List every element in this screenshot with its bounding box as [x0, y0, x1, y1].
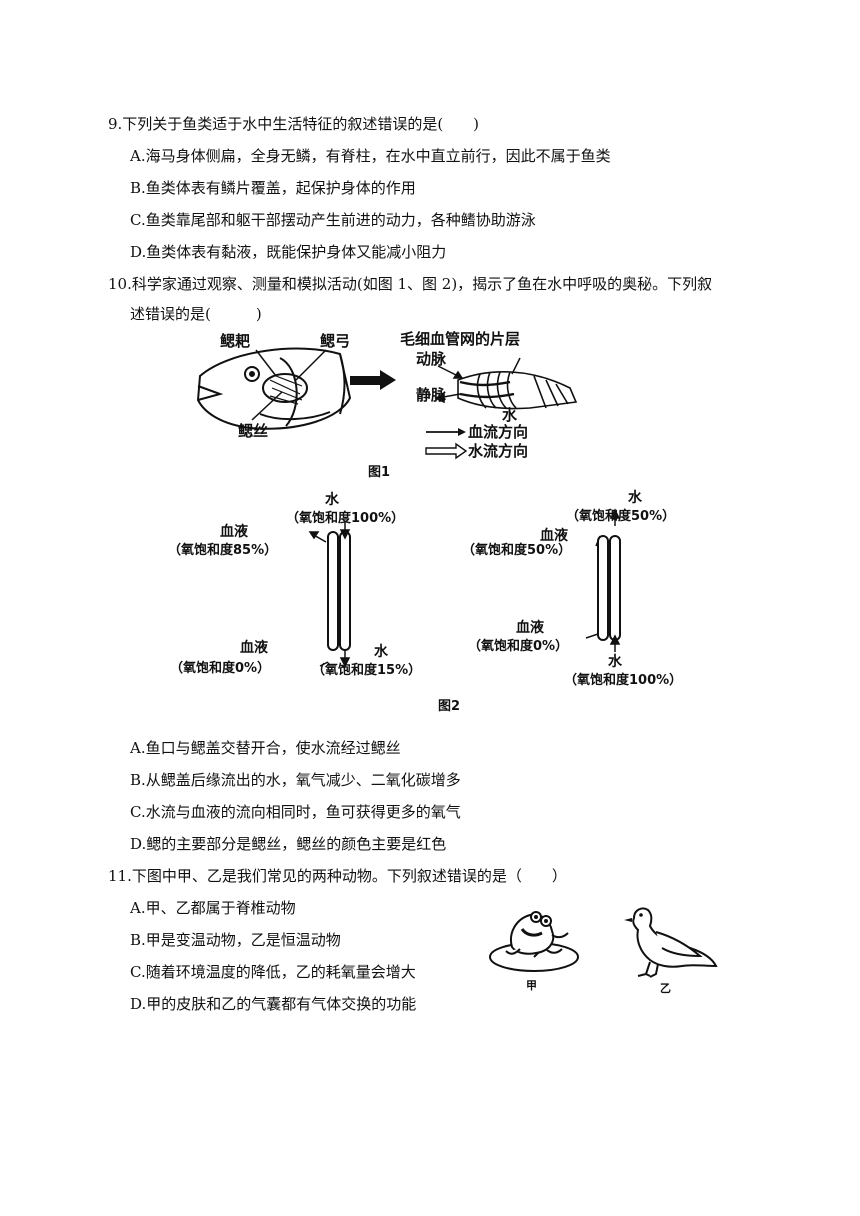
- right-blood-top: 血液: [540, 527, 569, 544]
- fish-head-drawing: [196, 347, 352, 430]
- right-water-top: 水: [628, 489, 643, 506]
- left-water-top-saturation: （氧饱和度100%）: [286, 510, 404, 526]
- label-artery: 动脉: [416, 350, 447, 368]
- pigeon-body-drawing: [632, 907, 718, 968]
- label-gill-rakers: 鳃耙: [220, 332, 250, 350]
- q11-option-b: B.甲是变温动物，乙是恒温动物: [130, 931, 341, 949]
- left-blood-bottom-saturation: （氧饱和度0%）: [170, 660, 270, 676]
- q9-option-a: A.海马身体侧扁，全身无鳞，有脊柱，在水中直立前行，因此不属于鱼类: [130, 147, 611, 165]
- right-blood-bottom-saturation: （氧饱和度0%）: [468, 638, 568, 654]
- q11-option-a: A.甲、乙都属于脊椎动物: [130, 899, 296, 917]
- fig1-leader-lines: [251, 349, 327, 421]
- q10-option-b: B.从鳃盖后缘流出的水，氧气减少、二氧化碳增多: [130, 771, 461, 789]
- left-blood-top-saturation: （氧饱和度85%）: [168, 542, 277, 558]
- left-water-bottom-saturation: （氧饱和度15%）: [312, 662, 421, 678]
- label-vein: 静脉: [416, 386, 447, 404]
- frog-illustration: 甲: [489, 911, 579, 992]
- right-water-bottom-saturation: （氧饱和度100%）: [564, 672, 682, 688]
- left-tubes-drawing: [327, 531, 351, 651]
- q9-option-d: D.鱼类体表有黏液，既能保护身体又能减小阻力: [130, 243, 447, 261]
- label-capillary-layer: 毛细血管网的片层: [400, 330, 520, 348]
- left-flow-arrows: [308, 522, 351, 668]
- q10-stem-line1: 10.科学家通过观察、测量和模拟活动(如图 1、图 2)，揭示了鱼在水中呼吸的奥…: [108, 275, 713, 293]
- q10-option-d: D.鳃的主要部分是鳃丝，鳃丝的颜色主要是红色: [130, 835, 447, 853]
- enlarged-filament-drawing: [457, 371, 578, 410]
- q11-stem: 11.下图中甲、乙是我们常见的两种动物。下列叙述错误的是（ ）: [108, 867, 567, 885]
- left-blood-bottom: 血液: [240, 639, 269, 656]
- right-blood-bottom: 血液: [516, 619, 545, 636]
- label-jia: 甲: [526, 979, 537, 992]
- left-water-top: 水: [325, 491, 340, 508]
- legend-water-flow: 水流方向: [468, 442, 528, 460]
- label-gill-arch: 鳃弓: [320, 332, 350, 350]
- figure-1-fish-gill: 鳃耙 鳃弓 鳃丝 毛细血管网的片层 动脉 静脉 水 血流方向 水流方向 图1: [196, 330, 578, 478]
- q11-option-c: C.随着环境温度的降低，乙的耗氧量会增大: [130, 963, 416, 981]
- right-water-top-saturation: （氧饱和度50%）: [566, 508, 675, 524]
- q11-option-d: D.甲的皮肤和乙的气囊都有气体交换的功能: [130, 995, 417, 1013]
- q9-stem: 9.下列关于鱼类适于水中生活特征的叙述错误的是( ): [108, 115, 480, 133]
- q9-option-b: B.鱼类体表有鳞片覆盖，起保护身体的作用: [130, 179, 416, 197]
- right-flow-arrows: [585, 508, 621, 652]
- legend-blood-arrow-icon: [426, 428, 466, 436]
- figure-2-countercurrent: 水 （氧饱和度100%） 血液 （氧饱和度85%） 血液 （氧饱和度0%） 水 …: [168, 489, 682, 714]
- fig1-flow-arrows: [434, 357, 521, 404]
- pigeon-illustration: 乙: [624, 907, 718, 995]
- figure-1-caption: 图1: [368, 465, 390, 478]
- label-water: 水: [502, 406, 518, 424]
- gill-arch-drawing: [262, 373, 308, 405]
- q10-option-c: C.水流与血液的流向相同时，鱼可获得更多的氧气: [130, 803, 461, 821]
- right-blood-top-saturation: （氧饱和度50%）: [462, 542, 571, 558]
- figure-2-caption: 图2: [438, 699, 460, 714]
- pigeon-legs-drawing: [637, 961, 659, 978]
- legend-water-arrow-icon: [425, 442, 468, 460]
- enlarge-arrow-icon: [350, 370, 396, 390]
- q10-stem-line2: 述错误的是( ): [130, 305, 262, 323]
- left-water-bottom: 水: [374, 643, 389, 660]
- q10-option-a: A.鱼口与鳃盖交替开合，使水流经过鳃丝: [130, 739, 401, 757]
- right-tubes-drawing: [597, 535, 621, 641]
- label-gill-filaments: 鳃丝: [238, 422, 268, 440]
- left-blood-top: 血液: [220, 523, 249, 540]
- q9-option-c: C.鱼类靠尾部和躯干部摆动产生前进的动力，各种鳍协助游泳: [130, 211, 536, 229]
- label-yi: 乙: [660, 982, 671, 995]
- legend-blood-flow: 血流方向: [468, 423, 528, 441]
- right-water-bottom: 水: [608, 653, 623, 670]
